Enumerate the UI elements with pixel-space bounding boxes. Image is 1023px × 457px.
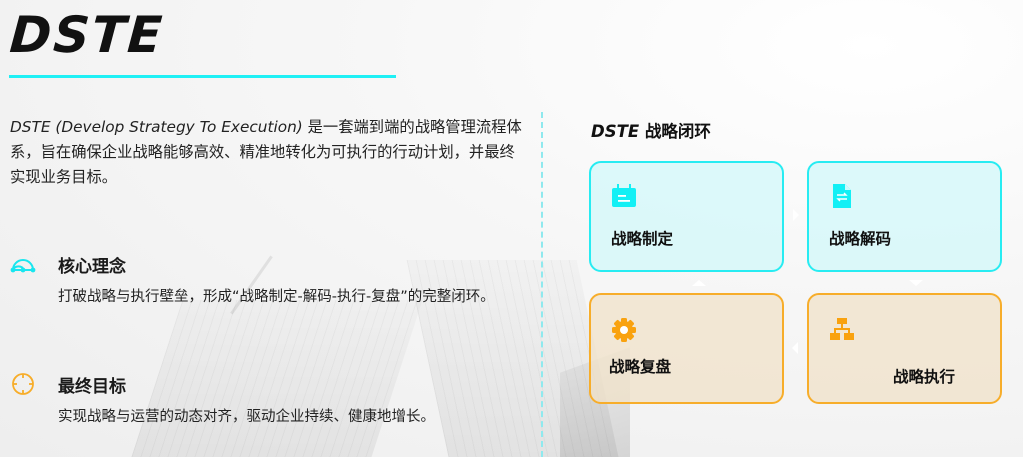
card-strategy-formulation: 战略制定: [589, 161, 784, 272]
feature-body: 实现战略与运营的动态对齐，驱动企业持续、健康地增长。: [58, 409, 435, 425]
dome-link-icon: [10, 252, 36, 278]
loop-title-zh: 战略闭环: [639, 122, 711, 141]
title-underline: [9, 75, 396, 78]
page-title: DSTE: [7, 6, 166, 64]
flow-arrow-up: [692, 280, 706, 286]
flow-arrow-down: [909, 280, 923, 286]
loop-title: DSTE 战略闭环: [591, 118, 711, 142]
flow-arrow-left: [792, 342, 798, 354]
flow-arrow-right: [793, 209, 799, 221]
feature-heading: 核心理念: [58, 257, 126, 277]
intro-paragraph: DSTE (Develop Strategy To Execution) 是一套…: [10, 115, 530, 190]
file-exchange-icon: [829, 183, 855, 209]
calendar-icon: [611, 183, 637, 209]
dashed-divider: [541, 112, 543, 457]
card-label: 战略解码: [829, 230, 892, 248]
target-icon: [10, 372, 36, 398]
intro-english: DSTE (Develop Strategy To Execution): [10, 118, 303, 136]
card-label: 战略复盘: [609, 358, 672, 376]
feature-body: 打破战略与执行壁垒，形成“战略制定-解码-执行-复盘”的完整闭环。: [58, 289, 495, 305]
card-strategy-execution: 战略执行: [807, 293, 1002, 404]
card-label: 战略制定: [611, 230, 674, 248]
background-building: [117, 300, 423, 457]
card-label: 战略执行: [893, 368, 956, 386]
card-strategy-decoding: 战略解码: [807, 161, 1002, 272]
org-chart-icon: [829, 317, 855, 343]
feature-heading: 最终目标: [58, 377, 126, 397]
intro-chinese: 是一套端到端的战略管理流程体系，旨在确保企业战略能够高效、精准地转化为可执行的行…: [10, 118, 522, 186]
gear-icon: [611, 317, 637, 343]
card-strategy-review: 战略复盘: [589, 293, 784, 404]
loop-title-en: DSTE: [591, 122, 640, 141]
